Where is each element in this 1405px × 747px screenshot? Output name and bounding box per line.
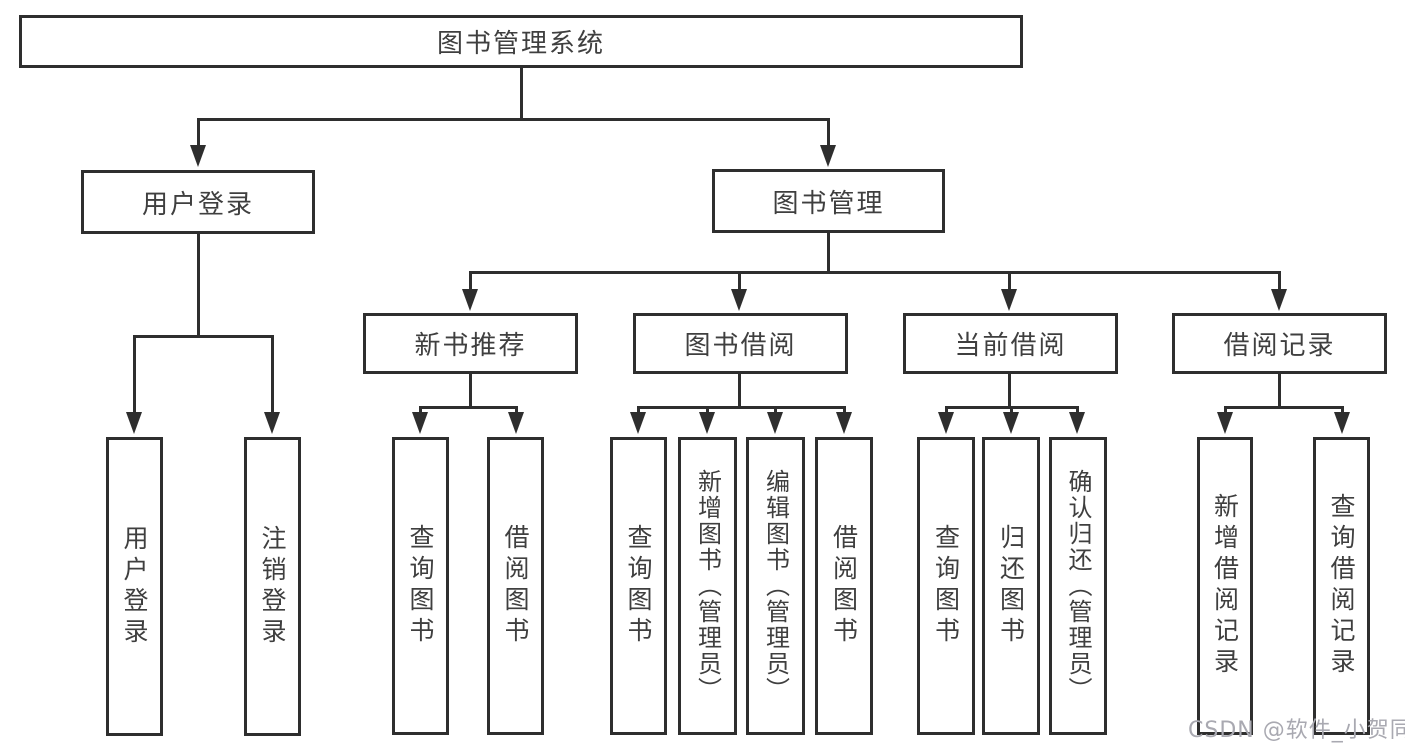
arrow-down-nbr-query	[412, 412, 428, 434]
node-cb-query-books: 查询图书	[917, 437, 975, 735]
connector-drop-borrow-records	[1278, 271, 1281, 291]
connector-bb-branch	[637, 406, 846, 409]
connector-br-stem	[1278, 373, 1281, 408]
connector-drop-cb-query	[945, 406, 948, 416]
arrow-down-borrow-records	[1271, 289, 1287, 311]
node-book-borrow: 图书借阅	[633, 313, 848, 374]
node-cb-return-books: 归还图书	[982, 437, 1040, 735]
connector-drop-new-book-recommend	[469, 271, 472, 291]
node-br-add-record: 新增借阅记录	[1197, 437, 1253, 735]
connector-drop-current-borrow	[1008, 271, 1011, 291]
connector-br-branch	[1224, 406, 1344, 409]
connector-bb-stem	[738, 373, 741, 408]
node-bb-add-books: 新增图书（管理员）	[678, 437, 737, 735]
arrow-down-cb-confirm	[1069, 412, 1085, 434]
connector-drop-nbr-query	[419, 406, 422, 416]
connector-drop-cb-confirm	[1076, 406, 1079, 416]
arrow-down-bb-borrow	[836, 412, 852, 434]
node-root: 图书管理系统	[19, 15, 1023, 68]
arrow-down-current-borrow	[1001, 289, 1017, 311]
arrow-down-cb-query	[938, 412, 954, 434]
node-user-login-leaf: 用户登录	[106, 437, 163, 736]
connector-drop-br-query	[1341, 406, 1344, 416]
connector-drop-book-management	[827, 118, 830, 148]
connector-drop-bb-borrow	[843, 406, 846, 416]
connector-user-login-branch	[133, 335, 274, 338]
csdn-watermark: CSDN @软件_小贺同学	[1188, 718, 1405, 743]
connector-drop-bb-query	[637, 406, 640, 416]
arrow-down-new-book-recommend	[462, 289, 478, 311]
node-bb-query-books: 查询图书	[610, 437, 667, 735]
node-new-book-recommend: 新书推荐	[363, 313, 578, 374]
arrow-down-br-query	[1334, 412, 1350, 434]
connector-nbr-branch	[419, 406, 518, 409]
arrow-down-user-login	[190, 145, 206, 167]
arrow-down-bb-edit	[767, 412, 783, 434]
arrow-down-br-add	[1217, 412, 1233, 434]
arrow-down-logout-leaf	[264, 412, 280, 434]
connector-cb-stem	[1008, 373, 1011, 408]
connector-drop-nbr-borrow	[515, 406, 518, 416]
arrow-down-bb-add	[699, 412, 715, 434]
node-current-borrow: 当前借阅	[903, 313, 1118, 374]
node-borrow-records: 借阅记录	[1172, 313, 1387, 374]
node-cb-confirm-return: 确认归还（管理员）	[1049, 437, 1107, 735]
connector-drop-user-login-leaf	[133, 335, 136, 415]
arrow-down-cb-return	[1003, 412, 1019, 434]
arrow-down-nbr-borrow	[508, 412, 524, 434]
connector-drop-book-borrow	[738, 271, 741, 291]
connector-drop-bb-edit	[774, 406, 777, 416]
connector-root-branch	[197, 118, 830, 121]
connector-drop-cb-return	[1010, 406, 1013, 416]
connector-drop-user-login	[197, 118, 200, 148]
arrow-down-user-login-leaf	[126, 412, 142, 434]
arrow-down-bb-query	[630, 412, 646, 434]
connector-drop-bb-add	[706, 406, 709, 416]
arrow-down-book-management	[820, 145, 836, 167]
connector-nbr-stem	[469, 373, 472, 408]
node-bb-borrow-books: 借阅图书	[815, 437, 873, 735]
arrow-down-book-borrow	[731, 289, 747, 311]
node-user-login: 用户登录	[81, 170, 315, 234]
connector-drop-br-add	[1224, 406, 1227, 416]
node-nbr-query-books: 查询图书	[392, 437, 449, 735]
connector-drop-logout-leaf	[271, 335, 274, 415]
node-logout-leaf: 注销登录	[244, 437, 301, 736]
connector-book-mgmt-branch	[469, 271, 1281, 274]
connector-user-login-stem	[197, 233, 200, 337]
connector-book-mgmt-stem	[827, 232, 830, 274]
node-book-management: 图书管理	[712, 169, 945, 233]
node-bb-edit-books: 编辑图书（管理员）	[746, 437, 805, 735]
node-nbr-borrow-books: 借阅图书	[487, 437, 544, 735]
node-br-query-record: 查询借阅记录	[1313, 437, 1370, 735]
connector-root-stem	[520, 66, 523, 119]
